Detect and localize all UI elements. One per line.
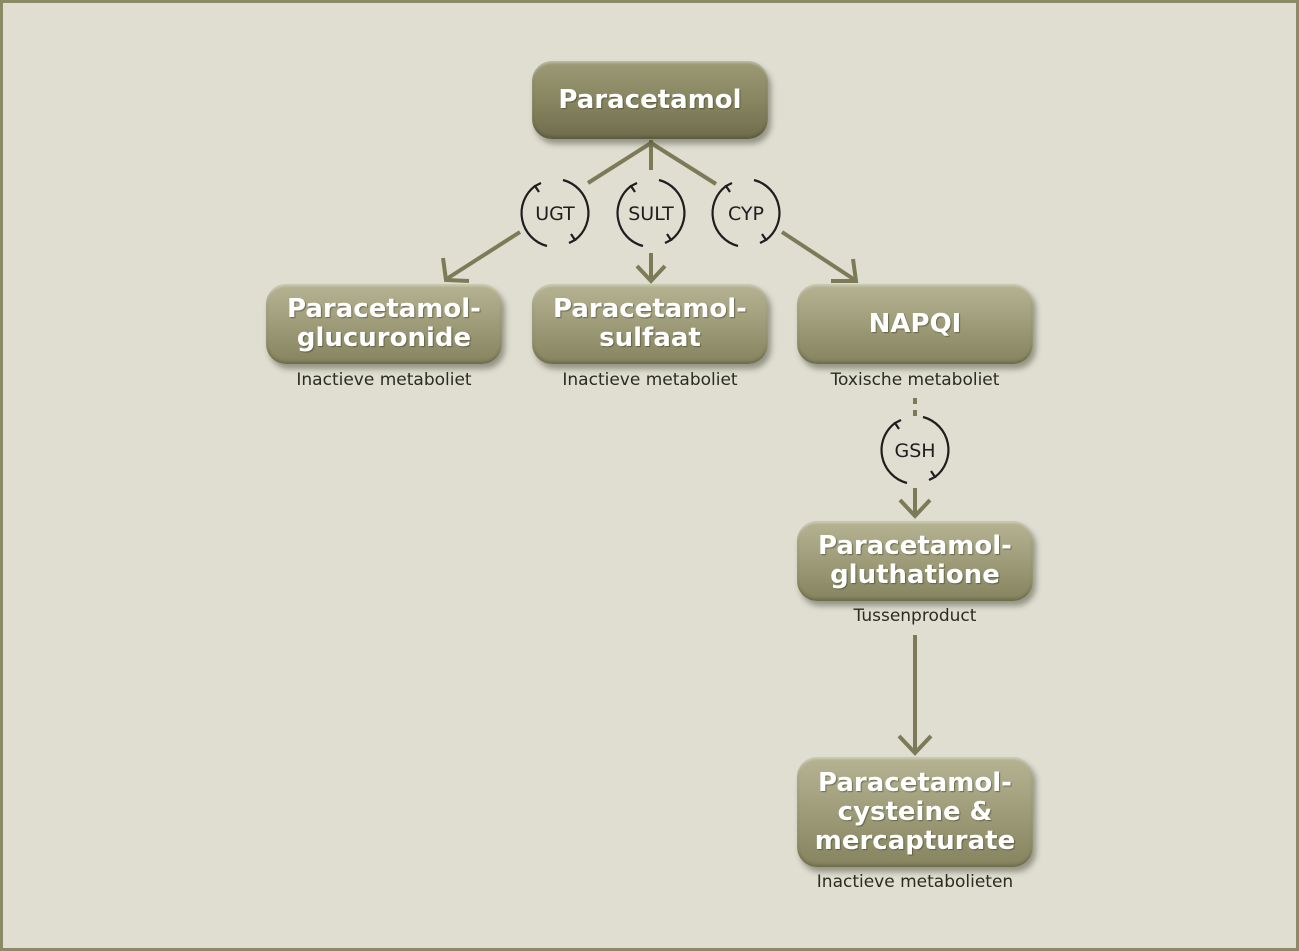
arrow-cyp-to-napqi [780,230,857,282]
node-glucuronide-line-2: glucuronide [296,323,472,353]
sult-cycle-icon: SULT [616,178,686,248]
arrowhead-sulfaat [635,264,667,284]
sult-label: SULT [628,203,674,225]
caption-glucuronide: Inactieve metaboliet [296,370,472,390]
node-cysteine: Paracetamol- cysteine & mercapturate [797,757,1033,867]
caption-sulfaat: Inactieve metaboliet [562,370,738,390]
node-sulfaat-line-1: Paracetamol- [553,294,747,324]
ugt-cycle-icon: UGT [520,178,590,248]
arrowhead-napqi [831,258,859,283]
node-sulfaat: Paracetamol- sulfaat [532,284,768,364]
node-gluthatione: Paracetamol- gluthatione [797,521,1033,601]
caption-napqi: Toxische metaboliet [830,370,1000,390]
node-cysteine-line-3: mercapturate [814,825,1016,856]
arrow-to-cyp [649,141,718,186]
node-paracetamol-line-1: Paracetamol [558,84,742,115]
node-cysteine-line-2: cysteine & [837,796,993,827]
node-glucuronide: Paracetamol- glucuronide [266,284,502,364]
ugt-label: UGT [535,203,575,225]
caption-cysteine: Inactieve metabolieten [816,872,1014,892]
node-napqi-line-1: NAPQI [868,308,962,339]
arrow-ugt-to-glucuronide [446,230,522,280]
arrowhead-cysteine [897,734,933,756]
cyp-label: CYP [728,203,764,225]
caption-gluthatione: Tussenproduct [853,606,977,626]
arrowhead-gluthatione [898,498,932,519]
node-gluthatione-line-1: Paracetamol- [818,531,1012,561]
node-glucuronide-line-1: Paracetamol- [287,294,481,324]
arrowhead-glucuronide [441,257,470,283]
node-cysteine-line-1: Paracetamol- [818,767,1012,798]
gsh-cycle-icon: GSH [880,415,950,485]
node-paracetamol: Paracetamol [532,61,768,139]
arrow-to-ugt [586,141,653,185]
node-sulfaat-line-2: sulfaat [599,323,701,353]
cyp-cycle-icon: CYP [711,178,781,248]
node-gluthatione-line-2: gluthatione [830,560,1000,590]
node-napqi: NAPQI [797,284,1033,364]
gsh-label: GSH [894,440,935,462]
